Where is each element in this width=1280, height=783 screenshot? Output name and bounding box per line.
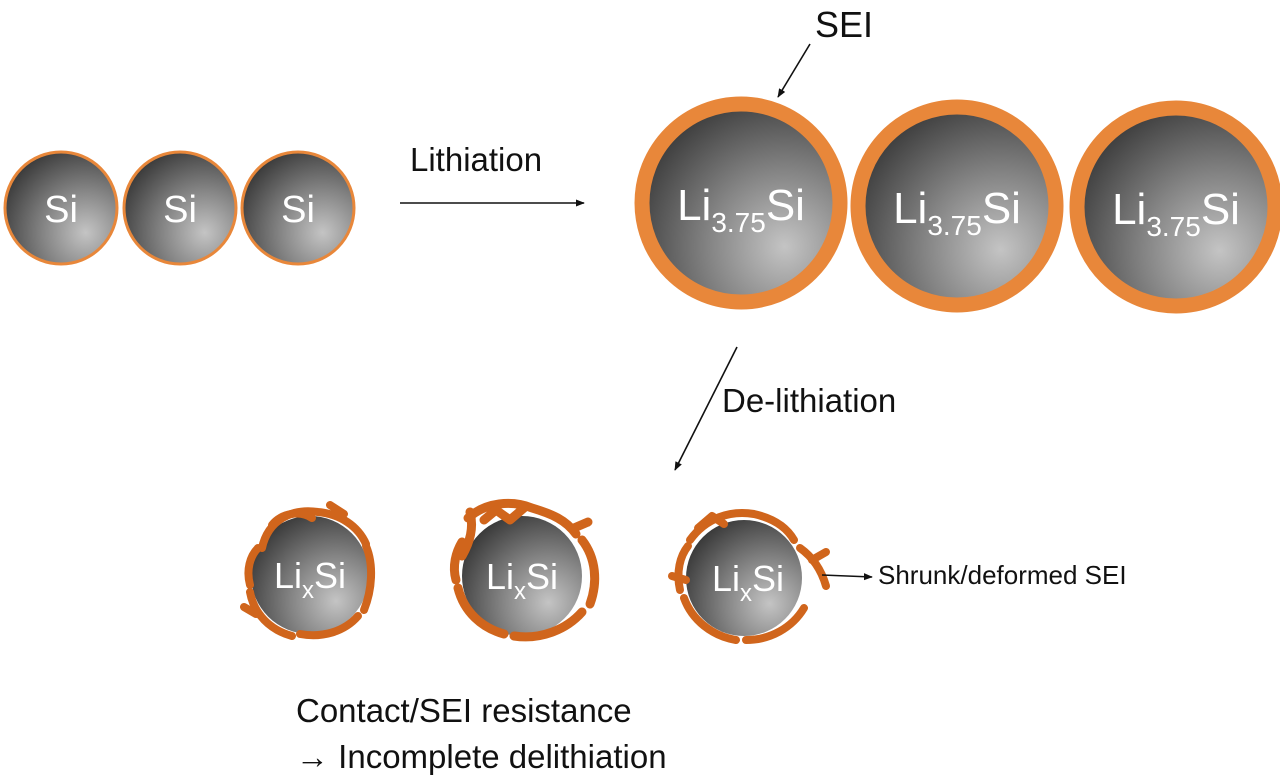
lithiated-particle-label: Li3.75Si [893, 184, 1021, 241]
delithiation-label: De-lithiation [722, 382, 897, 419]
delithiated-particle-label: LixSi [274, 555, 346, 604]
lithiated-particle: Li3.75Si [850, 99, 1064, 313]
si-particle-label: Si [163, 189, 197, 231]
delithiated-particle-label: LixSi [712, 558, 784, 607]
si-particles-group: Si Si Si [3, 150, 356, 266]
deformed-sei-fragments [240, 501, 376, 640]
lithiated-particle-label: Li3.75Si [677, 181, 805, 238]
delithiated-particle-label: LixSi [486, 556, 558, 605]
si-particle: Si [3, 150, 119, 266]
lithiated-particle-label: Li3.75Si [1112, 185, 1240, 242]
caption-line-2: → Incomplete delithiation [296, 738, 667, 775]
deformed-sei-fragments [449, 498, 600, 642]
lithiated-particle: Li3.75Si [1069, 100, 1280, 314]
caption-line-1: Contact/SEI resistance [296, 692, 632, 729]
lithiated-particle: Li3.75Si [634, 96, 848, 310]
lithiated-particles-group: Li3.75Si Li3.75Si Li3.75Si [634, 96, 1280, 314]
shrunk-sei-pointer-arrow [821, 573, 873, 581]
deformed-sei-fragments [668, 509, 830, 644]
lithiation-label: Lithiation [410, 141, 543, 178]
delithiated-particle: LixSi [240, 501, 376, 640]
si-particle: Si [240, 150, 356, 266]
sei-label: SEI [815, 4, 874, 45]
si-particle-label: Si [44, 189, 78, 231]
delithiated-particles-group: LixSi LixSi [240, 498, 830, 644]
caption: Contact/SEI resistance → Incomplete deli… [296, 688, 667, 780]
delithiation-arrow [674, 346, 738, 471]
shrunk-sei-label: Shrunk/deformed SEI [878, 560, 1127, 590]
delithiated-particle: LixSi [668, 509, 830, 644]
delithiated-particle: LixSi [449, 498, 600, 642]
si-particle-label: Si [281, 189, 315, 231]
sei-pointer-arrow [777, 43, 811, 98]
si-particle: Si [122, 150, 238, 266]
